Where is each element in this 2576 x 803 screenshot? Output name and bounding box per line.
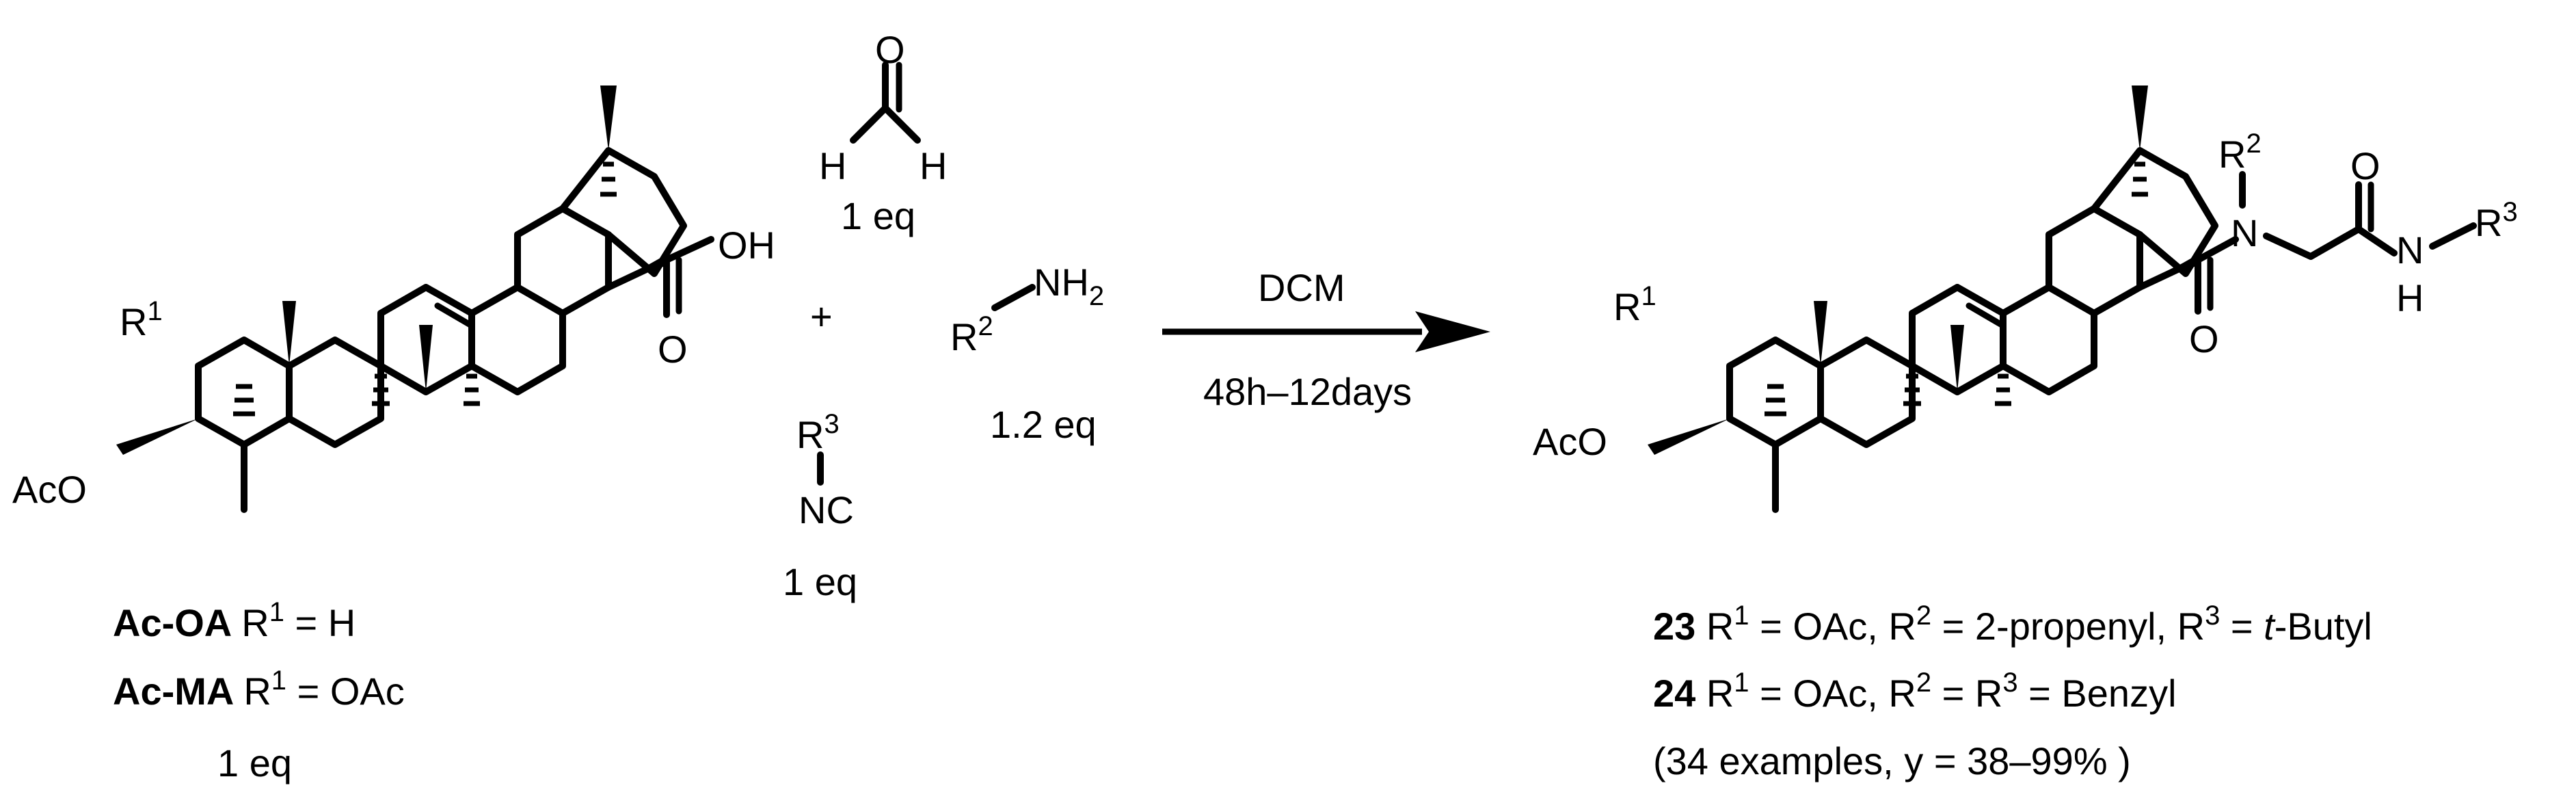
- product-captions: 23 R1 = OAc, R2 = 2-propenyl, R3 = t-But…: [1653, 601, 2372, 782]
- formaldehyde-equiv: 1 eq: [841, 194, 915, 237]
- triterpene-bonds: [195, 147, 714, 513]
- compound-23-caption: 23 R1 = OAc, R2 = 2-propenyl, R3 = t-But…: [1653, 601, 2372, 648]
- methyl-wedge-c8: [419, 325, 433, 392]
- carboxyl-wedge: [608, 254, 667, 287]
- product-nh-n-label: N: [2396, 228, 2424, 272]
- formaldehyde-o-label: O: [875, 28, 905, 71]
- product-structure: R1 AcO O N R2 O N H R3: [1533, 85, 2518, 513]
- condition-solvent: DCM: [1258, 266, 1345, 309]
- examples-summary: (34 examples, y = 38–99% ): [1653, 739, 2131, 782]
- triterpene-reactant-structure: R1 AcO OH O: [12, 85, 775, 513]
- triterpene-equiv: 1 eq: [217, 741, 292, 785]
- product-n-label: N: [2231, 211, 2258, 254]
- product-r2-label: R2: [2218, 129, 2262, 176]
- amine-structure: R2 NH2 1.2 eq: [950, 261, 1104, 446]
- plus-sign: +: [810, 295, 833, 338]
- compound-24-caption: 24 R1 = OAc, R2 = R3 = Benzyl: [1653, 668, 2177, 715]
- product-methyl-wedge-c10: [1814, 301, 1827, 366]
- isocyanide-r3-label: R3: [796, 409, 840, 456]
- product-amide-wedge: [2140, 254, 2198, 287]
- product-o-top-label: O: [2350, 144, 2380, 187]
- triterpene-o-label: O: [658, 328, 688, 371]
- triterpene-aco-label: AcO: [12, 468, 87, 511]
- isocyanide-nc-label: NC: [799, 488, 854, 531]
- methyl-wedge-c10: [282, 301, 296, 366]
- isocyanide-equiv: 1 eq: [783, 560, 857, 603]
- product-methyl-wedge-c20: [2132, 85, 2148, 150]
- formaldehyde-structure: O H H 1 eq: [819, 28, 947, 237]
- triterpene-oh-label: OH: [718, 224, 775, 267]
- triterpene-r1-label: R1: [120, 296, 163, 343]
- aco-wedge: [116, 419, 198, 455]
- methyl-wedge-c20: [600, 85, 617, 150]
- product-nh-h-label: H: [2396, 276, 2424, 319]
- amine-equiv: 1.2 eq: [990, 403, 1097, 446]
- arrow-head: [1415, 311, 1490, 352]
- condition-time: 48h–12days: [1203, 370, 1412, 413]
- triterpene-hash-bonds: [233, 161, 617, 417]
- product-aco-wedge: [1648, 419, 1730, 455]
- product-bonds: [1726, 147, 2477, 513]
- formaldehyde-h-right: H: [920, 144, 947, 187]
- reaction-arrow: DCM 48h–12days: [1162, 266, 1490, 413]
- amine-nh2-label: NH2: [1034, 261, 1104, 311]
- product-aco-label: AcO: [1533, 420, 1607, 463]
- product-hash-bonds: [1765, 161, 2148, 417]
- product-amide-o-label: O: [2189, 317, 2219, 360]
- product-r3-label: R3: [2475, 197, 2518, 244]
- product-methyl-wedge-c8: [1950, 325, 1964, 392]
- product-r1-label: R1: [1613, 281, 1656, 328]
- formaldehyde-h-left: H: [819, 144, 846, 187]
- amine-r2-label: R2: [950, 311, 993, 358]
- isocyanide-structure: R3 NC 1 eq: [783, 409, 857, 603]
